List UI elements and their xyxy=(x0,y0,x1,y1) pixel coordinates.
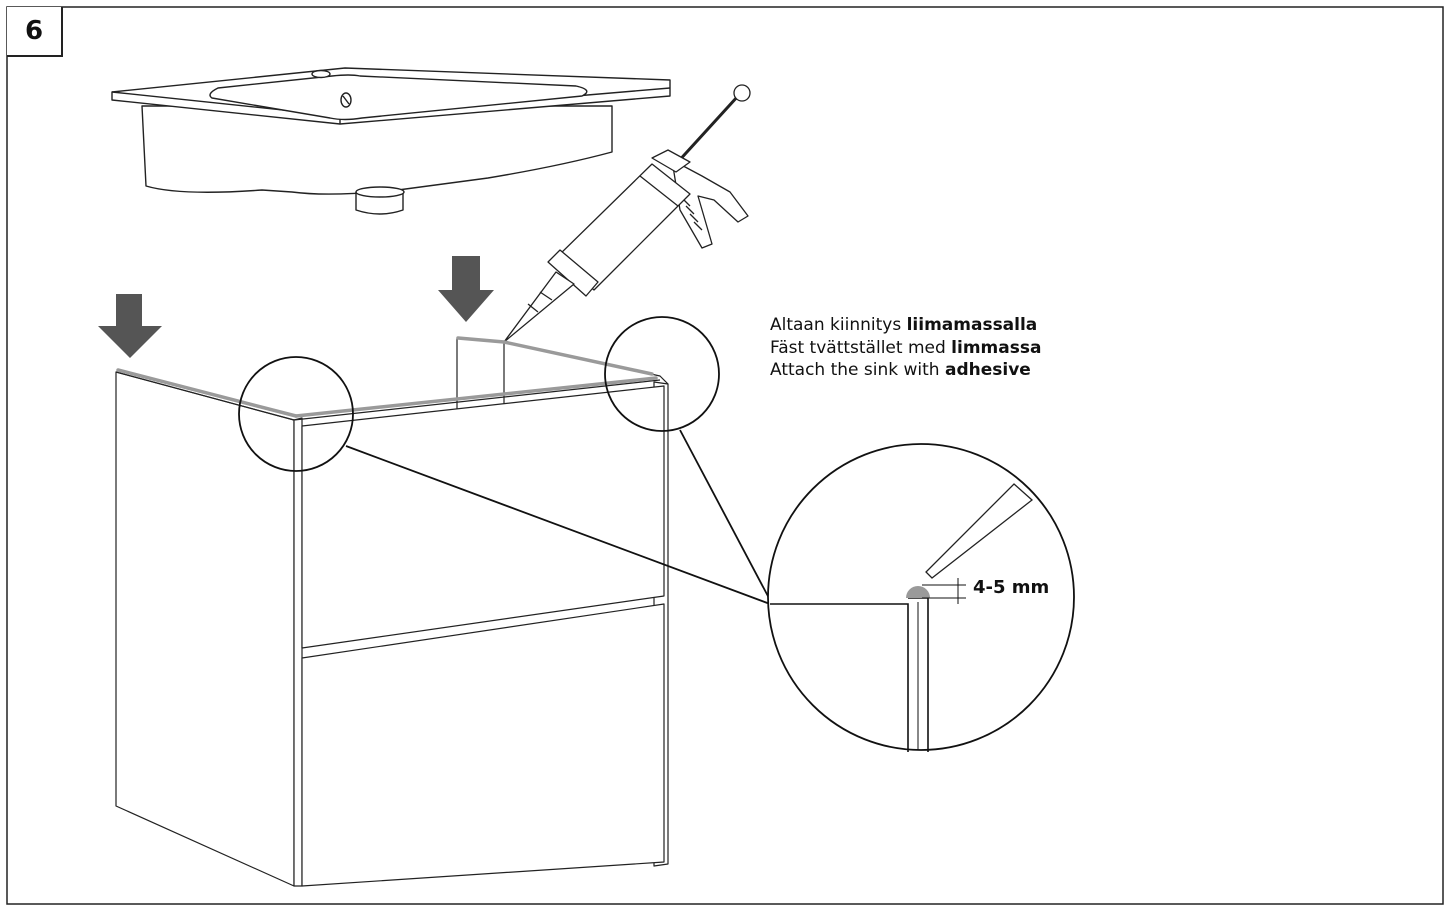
down-arrow-icon xyxy=(98,294,162,358)
step-number-badge: 6 xyxy=(7,7,63,57)
sink-illustration xyxy=(111,67,671,215)
instruction-caption: Altaan kiinnitys liimamassalla Fäst tvät… xyxy=(770,314,1041,382)
instruction-sv: Fäst tvättstället med limmassa xyxy=(770,337,1041,360)
down-arrow-icon xyxy=(438,256,494,322)
instruction-en-bold: adhesive xyxy=(944,360,1031,380)
detail-circle xyxy=(767,443,1075,752)
magnifier-circle-icon xyxy=(238,316,771,605)
vanity-cabinet-illustration xyxy=(115,337,669,887)
instruction-fi-text: Altaan kiinnitys xyxy=(770,315,907,335)
gap-measurement-label: 4-5 mm xyxy=(973,577,1050,598)
instruction-en-text: Attach the sink with xyxy=(770,360,945,380)
caulk-gun-icon xyxy=(503,84,751,343)
step-number: 6 xyxy=(24,16,44,46)
adhesive-bead xyxy=(116,336,658,418)
instruction-en: Attach the sink with adhesive xyxy=(770,359,1041,382)
instruction-fi-bold: liimamassalla xyxy=(906,315,1038,335)
instruction-sv-text: Fäst tvättstället med xyxy=(770,337,952,358)
page-border xyxy=(6,6,1444,905)
instruction-fi: Altaan kiinnitys liimamassalla xyxy=(770,314,1041,337)
instruction-sv-bold: limmassa xyxy=(951,337,1042,358)
